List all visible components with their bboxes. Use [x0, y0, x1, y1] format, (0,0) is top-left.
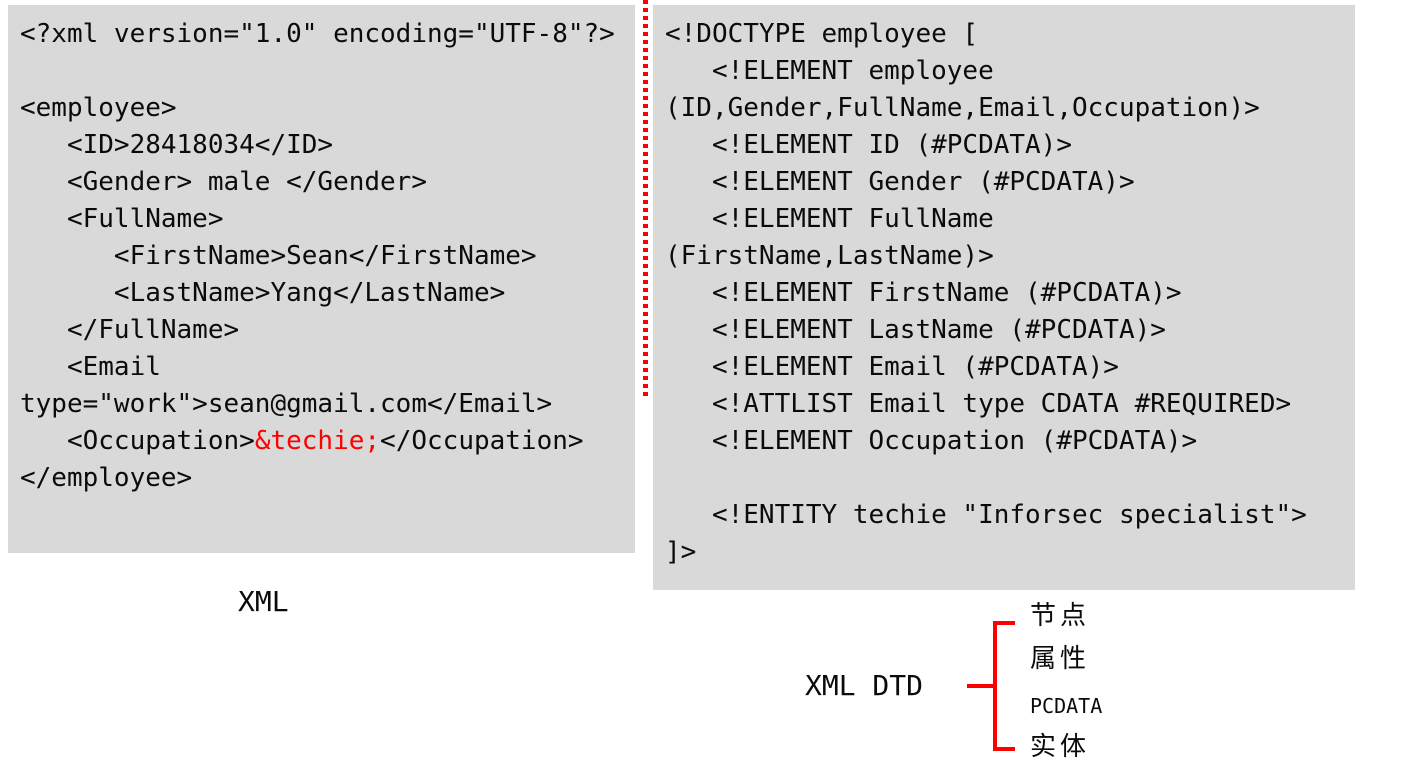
diagram-item-attribute: 属性	[1030, 644, 1091, 674]
code-line: <!ATTLIST Email type CDATA #REQUIRED>	[665, 389, 1292, 419]
diagram-item-node: 节点	[1030, 601, 1091, 631]
code-line: <!ENTITY techie "Inforsec specialist">	[665, 500, 1307, 530]
bracket-connector-line	[967, 684, 993, 688]
code-line: <FirstName>Sean</FirstName>	[20, 241, 537, 271]
xml-code-block: <?xml version="1.0" encoding="UTF-8"?> <…	[8, 5, 635, 497]
code-line: ]>	[665, 537, 697, 567]
code-line: <FullName>	[20, 204, 224, 234]
code-line: <Occupation>&techie;</Occupation>	[20, 426, 584, 456]
bracket-vertical-line	[993, 621, 997, 751]
code-line: <!ELEMENT employee	[665, 56, 994, 86]
code-line: <employee>	[20, 93, 177, 123]
code-line: type="work">sean@gmail.com</Email>	[20, 389, 553, 419]
code-line: <LastName>Yang</LastName>	[20, 278, 506, 308]
red-dotted-divider	[643, 0, 648, 400]
code-line: <Gender> male </Gender>	[20, 167, 427, 197]
code-line: <ID>28418034</ID>	[20, 130, 334, 160]
code-line	[20, 53, 635, 90]
code-line: <!ELEMENT Email (#PCDATA)>	[665, 352, 1119, 382]
code-line: <?xml version="1.0" encoding="UTF-8"?>	[20, 19, 615, 49]
code-line: (ID,Gender,FullName,Email,Occupation)>	[665, 93, 1260, 123]
diagram-item-entity: 实体	[1030, 732, 1091, 761]
bracket-top-tick	[993, 621, 1015, 625]
code-line: <!ELEMENT FirstName (#PCDATA)>	[665, 278, 1182, 308]
xml-code-panel: <?xml version="1.0" encoding="UTF-8"?> <…	[8, 5, 635, 553]
code-line	[665, 460, 1355, 497]
code-line: <!ELEMENT FullName	[665, 204, 994, 234]
code-line: (FirstName,LastName)>	[665, 241, 994, 271]
code-line: <!ELEMENT Occupation (#PCDATA)>	[665, 426, 1198, 456]
dtd-code-panel: <!DOCTYPE employee [ <!ELEMENT employee (…	[653, 5, 1355, 590]
bracket-bottom-tick	[993, 747, 1015, 751]
code-line: </employee>	[20, 463, 193, 493]
code-line: <!ELEMENT Gender (#PCDATA)>	[665, 167, 1135, 197]
dtd-diagram-label: XML DTD	[805, 669, 924, 702]
xml-caption: XML	[238, 585, 289, 618]
code-line: <!DOCTYPE employee [	[665, 19, 979, 49]
code-line: <!ELEMENT LastName (#PCDATA)>	[665, 315, 1166, 345]
code-line: </FullName>	[20, 315, 240, 345]
code-line: <Email	[20, 352, 161, 382]
dtd-code-block: <!DOCTYPE employee [ <!ELEMENT employee (…	[653, 5, 1355, 571]
code-line: <!ELEMENT ID (#PCDATA)>	[665, 130, 1072, 160]
diagram-item-pcdata: PCDATA	[1030, 694, 1103, 718]
